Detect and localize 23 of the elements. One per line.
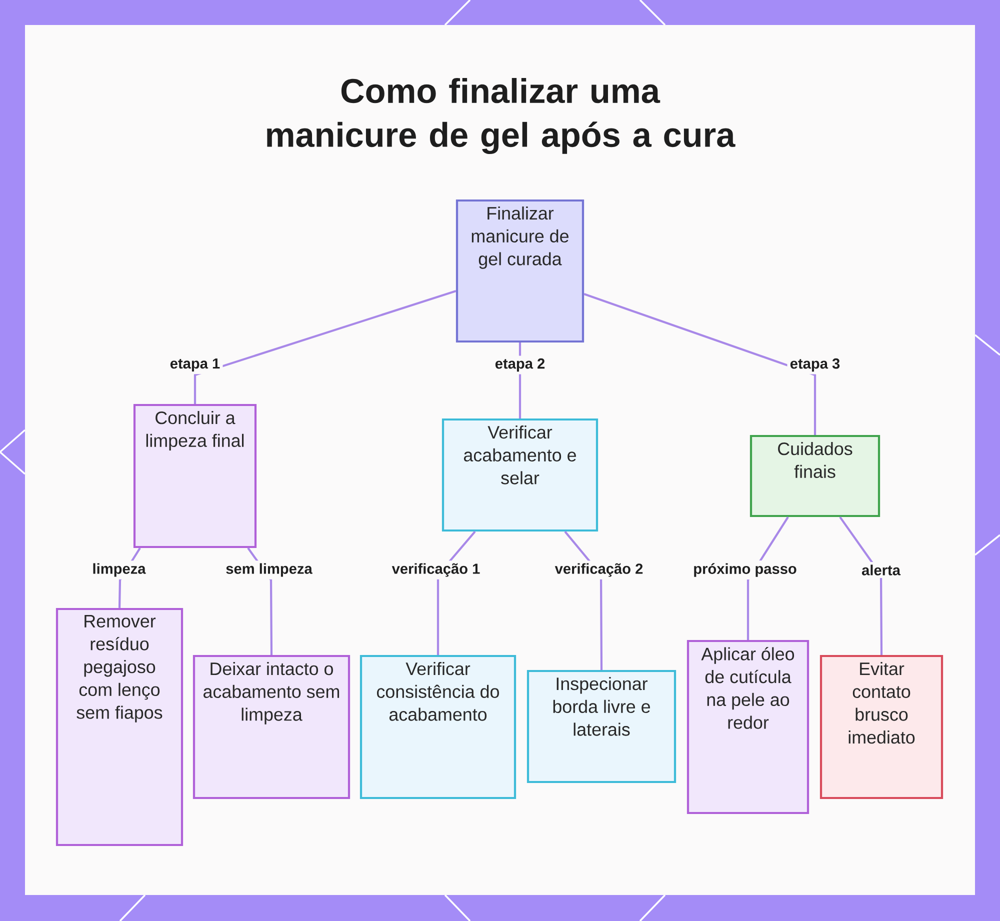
process-box: Verificar acabamento e selar	[442, 418, 598, 532]
edge-label: próximo passo	[690, 560, 800, 580]
process-box: Concluir a limpeza final	[133, 404, 257, 548]
process-box: Remover resíduo pegajoso com lenço sem fiapos	[56, 608, 184, 846]
edge-label: verificação 1	[389, 560, 483, 580]
edge-label: etapa 1	[167, 356, 223, 374]
process-box: Verificar consistência do acabamento	[360, 654, 516, 800]
process-box: Deixar intacto o acabamento sem limpeza	[192, 654, 350, 800]
process-box: Evitar contato brusco imediato	[820, 654, 944, 800]
connector-line	[194, 290, 456, 404]
title: Como finalizar uma manicure de gel após a cura	[267, 78, 736, 154]
edge-label: verificação 2	[552, 560, 646, 580]
process-box: Inspecionar borda livre e laterais	[526, 670, 676, 784]
process-box: Aplicar óleo de cutícula na pele ao redor	[686, 640, 810, 814]
edge-label: limpeza	[90, 560, 148, 580]
process-box: Finalizar manicure de gel curada	[456, 199, 584, 343]
connector-line	[584, 293, 816, 435]
edge-label: etapa 3	[787, 356, 843, 374]
process-box: Cuidados finais	[750, 434, 880, 518]
edge-label: sem limpeza	[223, 560, 316, 580]
connector-line	[839, 516, 883, 655]
edge-label: etapa 2	[492, 356, 548, 374]
edge-label: alerta	[858, 562, 904, 578]
